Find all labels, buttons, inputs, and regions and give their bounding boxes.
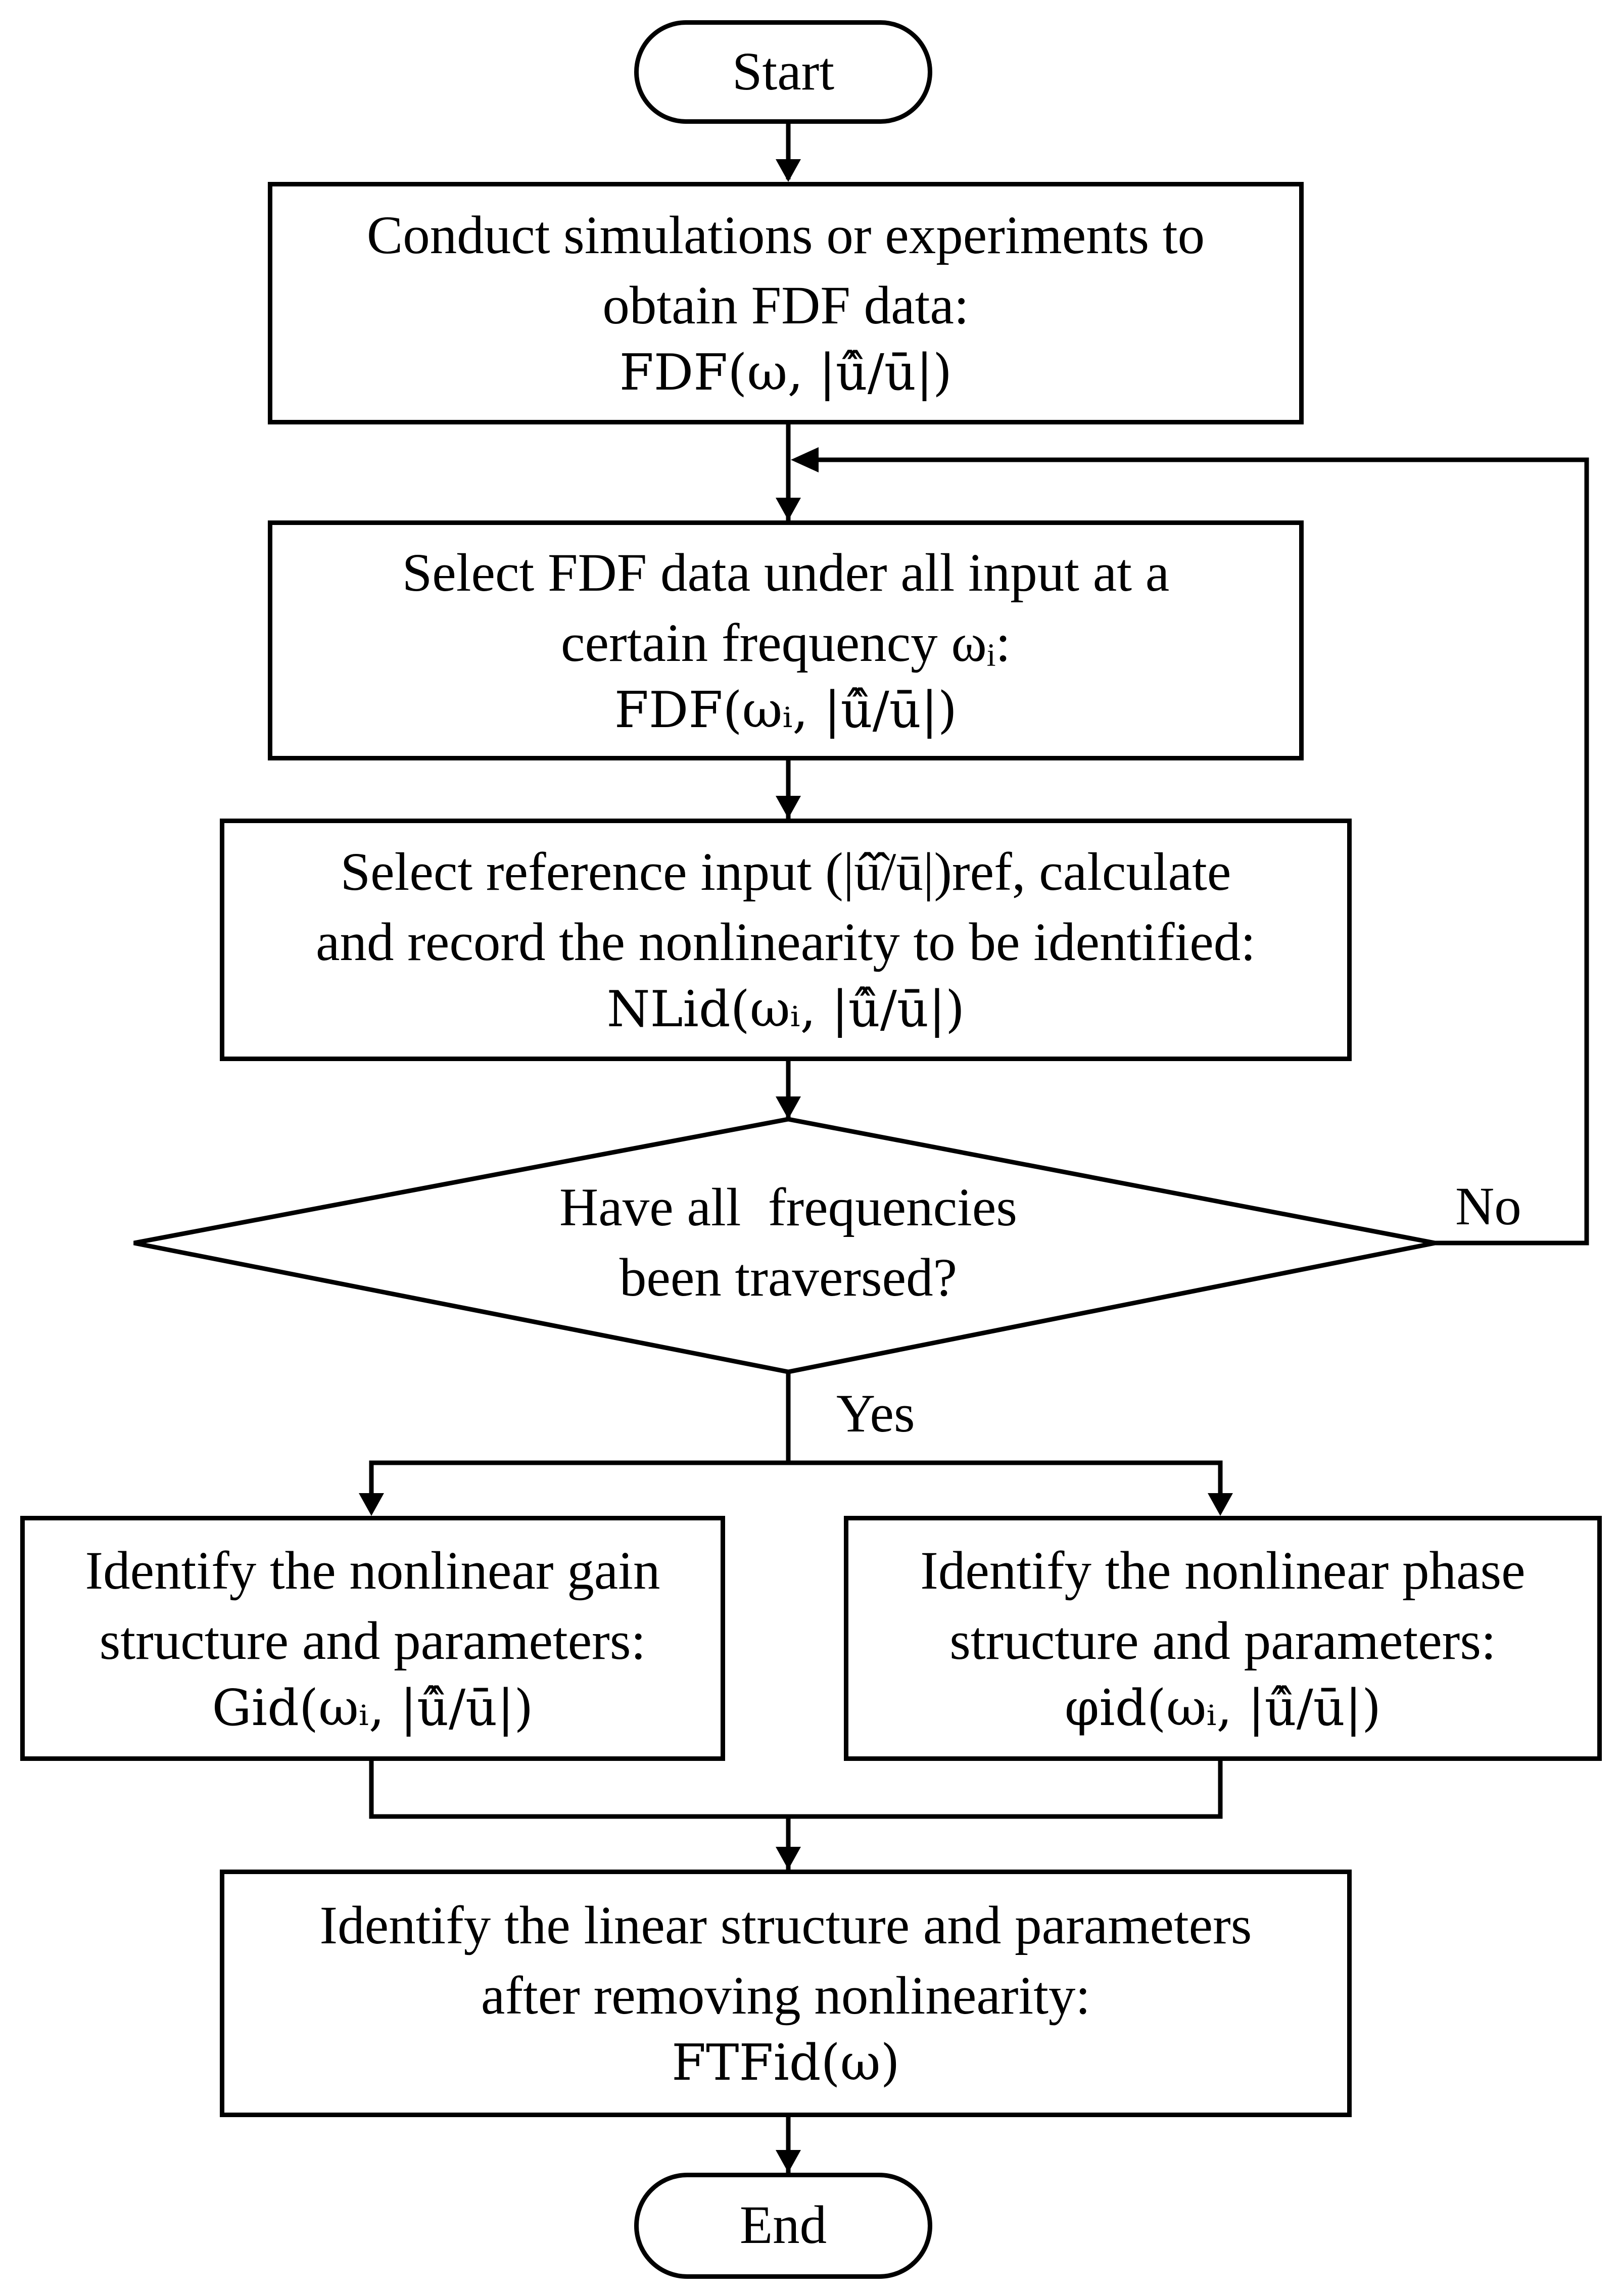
select-fdf-line1: Select FDF data under all input at a [402,543,1170,603]
edge-merge [369,1761,1223,1819]
select-ref-process-box: Select reference input (|û̂/ū|)ref, calc… [220,819,1352,1061]
decision-line1: Have all frequencies [559,1177,1018,1237]
edge-label-yes: Yes [836,1384,915,1444]
decision-diamond-shape [133,1117,1436,1374]
select-fdf-line2: certain frequency ωᵢ: [561,613,1011,673]
linear-line1: Identify the linear structure and parame… [319,1896,1252,1956]
select-fdf-formula: FDF(ωᵢ, |û̂/ū|) [614,681,958,739]
end-terminal: End [634,2173,932,2279]
conduct-line1: Conduct simulations or experiments to [366,206,1205,266]
edge-label-no: No [1455,1177,1521,1236]
start-label: Start [732,41,835,102]
start-terminal: Start [634,20,932,124]
phase-process-box: Identify the nonlinear phase structure a… [844,1516,1602,1761]
decision-line2: been traversed? [619,1248,958,1308]
select-ref-line1: Select reference input (|û̂/ū|)ref, calc… [340,842,1231,902]
conduct-line2: obtain FDF data: [602,276,969,336]
conduct-formula: FDF(ω, |û̂/ū|) [619,344,952,402]
select-ref-formula: NLid(ωᵢ, |û̂/ū|) [606,981,965,1039]
linear-line2: after removing nonlinearity: [481,1966,1091,2026]
select-ref-line2: and record the nonlinearity to be identi… [316,913,1256,973]
decision-node: Have all frequencies been traversed? [404,1162,1172,1324]
conduct-process-box: Conduct simulations or experiments to ob… [268,182,1304,424]
linear-process-box: Identify the linear structure and parame… [220,1870,1352,2117]
select-fdf-process-box: Select FDF data under all input at a cer… [268,520,1304,760]
end-label: End [739,2195,827,2256]
phase-formula: φid(ωᵢ, |û̂/ū|) [1064,1679,1381,1737]
gain-formula: Gid(ωᵢ, |û̂/ū|) [212,1679,534,1737]
edge-split [369,1460,1223,1508]
edge-no-loop [801,457,1589,1246]
gain-process-box: Identify the nonlinear gain structure an… [20,1516,725,1761]
phase-line1: Identify the nonlinear phase [920,1541,1526,1601]
gain-line2: structure and parameters: [99,1611,646,1671]
linear-formula: FTFid(ω) [672,2034,900,2092]
phase-line2: structure and parameters: [949,1611,1496,1671]
gain-line1: Identify the nonlinear gain [85,1541,660,1601]
